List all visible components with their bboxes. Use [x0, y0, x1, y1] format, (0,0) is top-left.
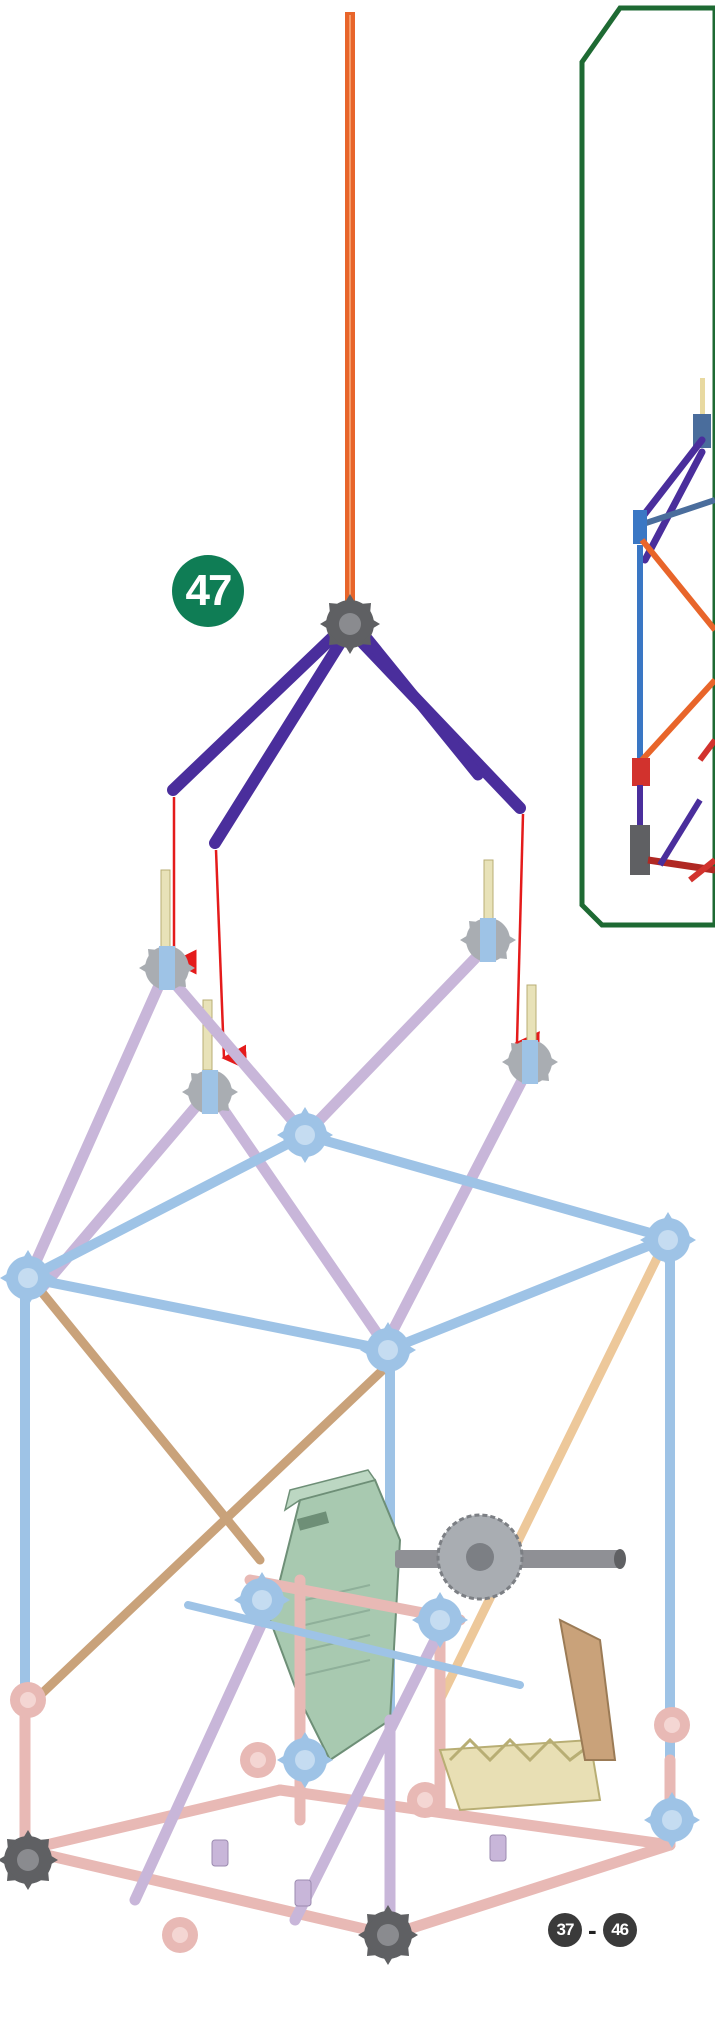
top-connector-hub: [320, 594, 380, 654]
step-number: 47: [185, 566, 233, 615]
tan-rods: [30, 1247, 665, 1705]
inset-frame-detail: [630, 378, 715, 883]
step-number-badge: 47: [172, 555, 244, 627]
inset-panel: [579, 5, 715, 928]
motor-gearbox: [268, 1469, 402, 1762]
rod-clips: [211, 1834, 507, 1907]
yellow-gear-cluster: [438, 1618, 617, 1812]
previous-steps-reference: 37 - 46: [548, 1910, 637, 1950]
range-end: 46: [602, 1913, 637, 1947]
range-start: 37: [548, 1913, 582, 1947]
purple-rods: [167, 626, 526, 849]
range-separator: -: [588, 1914, 597, 1945]
main-model: [0, 859, 700, 1965]
mid-crossbar: [184, 1601, 524, 1689]
drive-shaft: [395, 1513, 626, 1601]
base-struts: [129, 1604, 441, 1941]
lifting-assembly: [167, 12, 526, 849]
placement-arrows: [171, 797, 540, 1070]
